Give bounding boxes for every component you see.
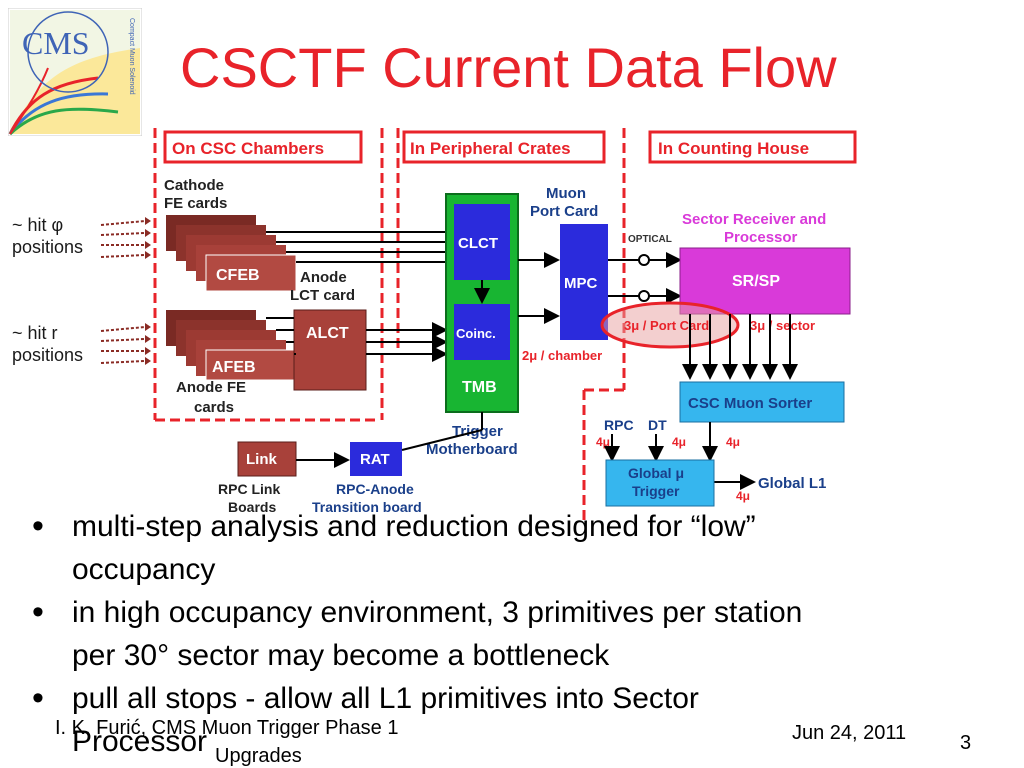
tmb-label: TMB — [462, 379, 497, 396]
hit-arrows — [100, 217, 151, 365]
afeb-stack: AFEB — [166, 310, 297, 381]
hit-phi-label: ~ hit φ — [12, 215, 64, 235]
global-trigger-label: Global μ — [628, 465, 684, 481]
region-in-counting-house: In Counting House — [658, 139, 809, 158]
alct-box — [293, 309, 367, 391]
four-mu-label-1: 4μ — [596, 435, 610, 449]
muon-port-card-label: Muon — [546, 185, 586, 202]
footer-author-line-2: Upgrades — [215, 745, 302, 767]
bullet-dot: • — [32, 593, 44, 631]
bullet-text-cont: occupancy — [72, 553, 216, 586]
anode-lct-label-2: LCT card — [290, 287, 355, 304]
mpc-box — [560, 224, 608, 340]
chamber-label: 2μ / chamber — [522, 348, 602, 363]
csc-muon-sorter-box — [679, 381, 845, 423]
rpc-anode-label: RPC-Anode — [336, 481, 414, 497]
global-trigger-label-2: Trigger — [632, 483, 680, 499]
coinc-box — [454, 304, 510, 360]
cfeb-label: CFEB — [216, 267, 260, 284]
bullet-text: pull all stops - allow all L1 primitives… — [72, 682, 699, 715]
data-flow-diagram: On CSC Chambers In Peripheral Crates In … — [153, 128, 857, 520]
link-box — [237, 441, 297, 477]
bullet-item: • pull all stops - allow all L1 primitiv… — [20, 677, 1000, 763]
hit-r-label-2: positions — [12, 345, 84, 365]
cathode-fe-label: Cathode — [164, 177, 224, 194]
global-l1-label: Global L1 — [758, 475, 826, 492]
footer-author-line: I. K. Furić, CMS Muon Trigger Phase 1 — [55, 717, 399, 739]
region-in-peripheral-crates: In Peripheral Crates — [410, 139, 571, 158]
global-trigger-box — [605, 459, 715, 507]
afeb-label: AFEB — [212, 359, 256, 376]
rat-box — [350, 442, 402, 476]
bullet-dot: • — [32, 507, 44, 545]
bullet-text: in high occupancy environment, 3 primiti… — [72, 596, 803, 629]
clct-box — [454, 204, 510, 280]
cms-logo: CMS Compact Muon Solenoid — [8, 8, 142, 136]
link-label: Link — [246, 451, 277, 468]
hit-phi-label-2: positions — [12, 237, 84, 257]
rpc-link-label-2: Boards — [228, 499, 276, 515]
bullet-dot: • — [32, 679, 44, 717]
optical-label: OPTICAL — [628, 234, 672, 245]
footer-date: Jun 24, 2011 — [792, 722, 907, 744]
clct-label: CLCT — [458, 235, 498, 252]
srsp-title-2: Processor — [724, 229, 798, 246]
slide-title: CSCTF Current Data Flow — [180, 36, 837, 99]
cms-logo-subtext: Compact Muon Solenoid — [128, 18, 135, 95]
footer-author: I. K. Furić, CMS Muon Trigger Phase 1 Up… — [55, 716, 475, 768]
bullet-text-cont: Processor — [72, 725, 208, 758]
page-number: 3 — [960, 732, 972, 754]
cms-logo-text: CMS — [22, 25, 90, 61]
coinc-label: Coinc. — [456, 326, 496, 341]
four-mu-label-2: 4μ — [672, 435, 686, 449]
bullet-list: • multi-step analysis and reduction desi… — [20, 505, 1000, 763]
hit-r-label: ~ hit r — [12, 323, 58, 343]
four-mu-label-4: 4μ — [736, 489, 750, 503]
anode-fe-label: Anode FE — [176, 379, 246, 396]
rpc-link-label: RPC Link — [218, 481, 280, 497]
region-headers: On CSC Chambers In Peripheral Crates In … — [163, 130, 857, 164]
anode-lct-label: Anode — [300, 269, 347, 286]
csc-muon-sorter-label: CSC Muon Sorter — [688, 395, 812, 412]
port-card-label: 3μ / Port Card — [624, 318, 709, 333]
bullet-text-cont: per 30° sector may become a bottleneck — [72, 639, 610, 672]
rpc-label: RPC — [604, 417, 634, 433]
rpc-anode-label-2: Transition board — [312, 499, 422, 515]
rat-label: RAT — [360, 451, 390, 468]
sector-label: 3μ / sector — [750, 318, 815, 333]
anode-fe-label-2: cards — [194, 399, 234, 416]
four-mu-label-3: 4μ — [726, 435, 740, 449]
muon-port-card-label-2: Port Card — [530, 203, 598, 220]
srsp-title: Sector Receiver and — [682, 211, 826, 228]
dt-label: DT — [648, 417, 667, 433]
bullet-text: multi-step analysis and reduction design… — [72, 510, 756, 543]
srsp-box — [679, 247, 851, 315]
cfeb-stack: CFEB — [166, 215, 297, 292]
bullet-item: • in high occupancy environment, 3 primi… — [20, 591, 1000, 677]
mpc-label: MPC — [564, 275, 598, 292]
trigger-mb-label-2: Motherboard — [426, 441, 518, 458]
alct-label: ALCT — [306, 325, 349, 342]
bullet-item: • multi-step analysis and reduction desi… — [20, 505, 1000, 591]
port-card-highlight — [600, 301, 740, 349]
cathode-fe-label-2: FE cards — [164, 195, 227, 212]
srsp-label: SR/SP — [732, 273, 780, 290]
region-on-csc-chambers: On CSC Chambers — [172, 139, 324, 158]
